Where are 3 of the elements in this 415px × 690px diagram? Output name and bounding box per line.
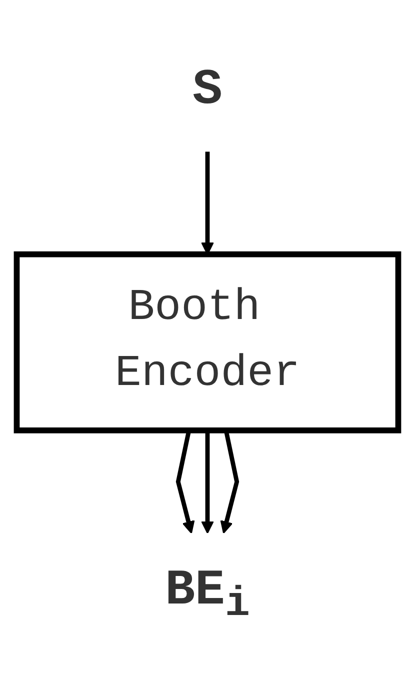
node-text: BE$_{i}$ — [165, 563, 250, 628]
node-box: Booth Encoder — [14, 250, 402, 433]
node-text: S — [192, 63, 222, 119]
